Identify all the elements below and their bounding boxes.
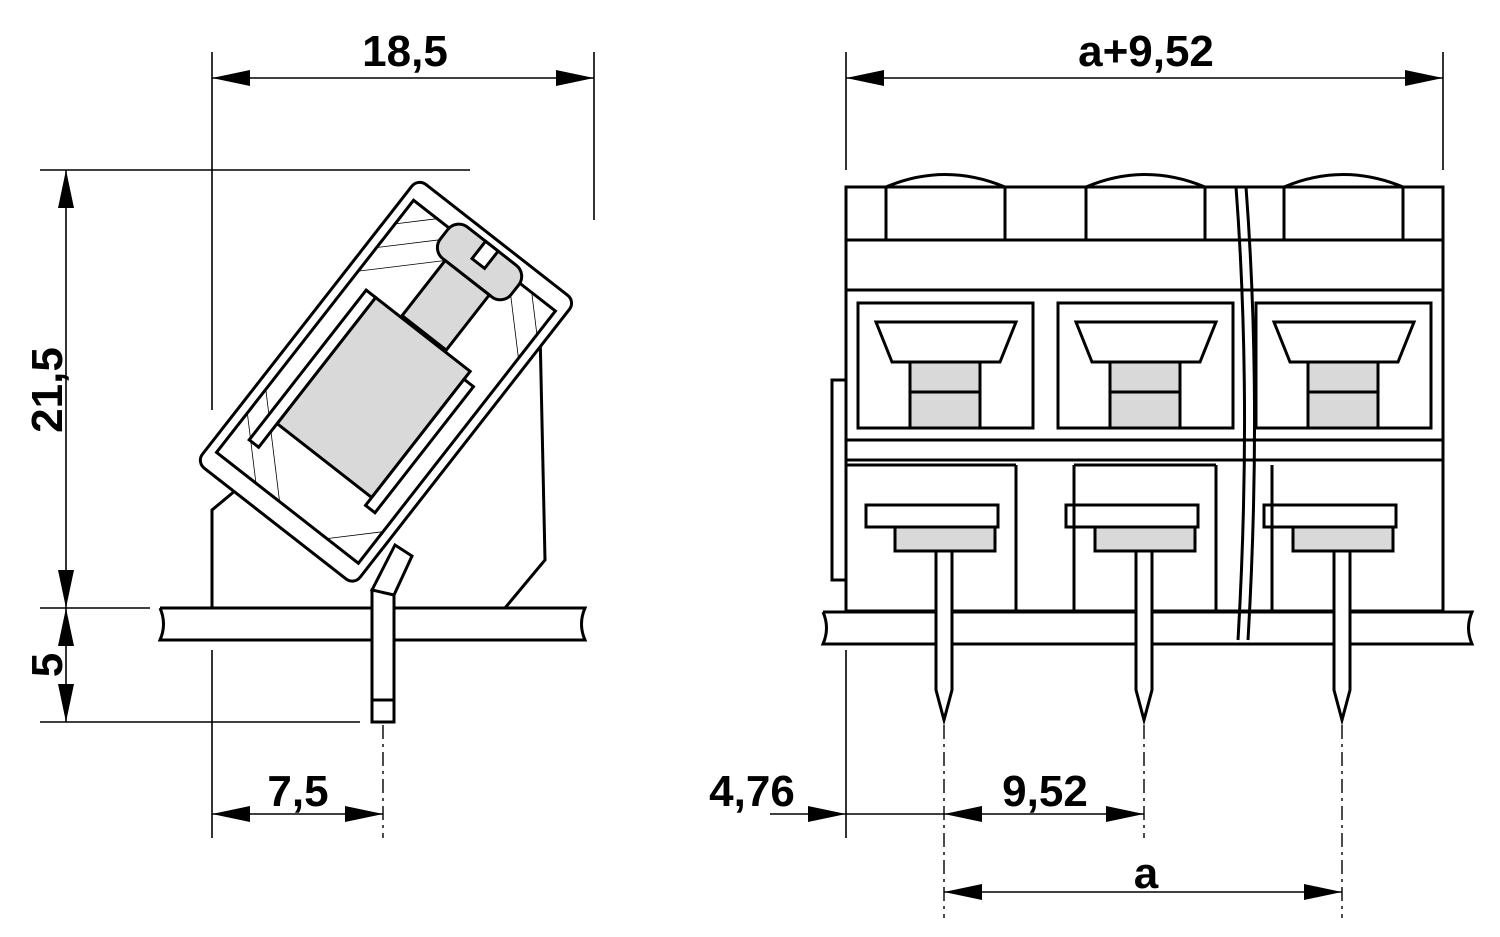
dimension-pitch: 9,52 (944, 767, 1144, 822)
side-pin (369, 542, 414, 724)
dimension-pitch-label: 9,52 (1002, 767, 1088, 816)
pole-2 (1056, 173, 1235, 726)
dimension-pin-length: 5 (23, 608, 74, 722)
dimension-pin-offset: 7,5 (212, 767, 383, 822)
pole-3 (1254, 173, 1433, 726)
dimension-side-width-label: 18,5 (362, 27, 448, 76)
front-pcb (820, 610, 1475, 646)
side-view: 18,5 21,5 5 7,5 (23, 27, 595, 838)
dimension-side-height: 21,5 (23, 170, 74, 608)
dimension-pin-length-label: 5 (23, 653, 72, 677)
side-housing-tilted (198, 180, 574, 583)
dimension-pin-offset-label: 7,5 (267, 767, 328, 816)
dimension-span: a (944, 849, 1342, 900)
pole-1 (846, 173, 1035, 726)
dimension-span-label: a (1134, 849, 1159, 898)
dimension-front-width: a+9,52 (846, 27, 1443, 86)
side-pcb (157, 606, 588, 642)
front-view: a+9,52 4,76 9,52 a (709, 27, 1475, 918)
dimension-side-width: 18,5 (212, 27, 594, 86)
dimension-side-height-label: 21,5 (23, 347, 72, 433)
dimension-edge-offset-label: 4,76 (709, 767, 795, 816)
dimension-edge-offset: 4,76 (709, 767, 982, 822)
dimension-front-width-label: a+9,52 (1078, 27, 1214, 76)
